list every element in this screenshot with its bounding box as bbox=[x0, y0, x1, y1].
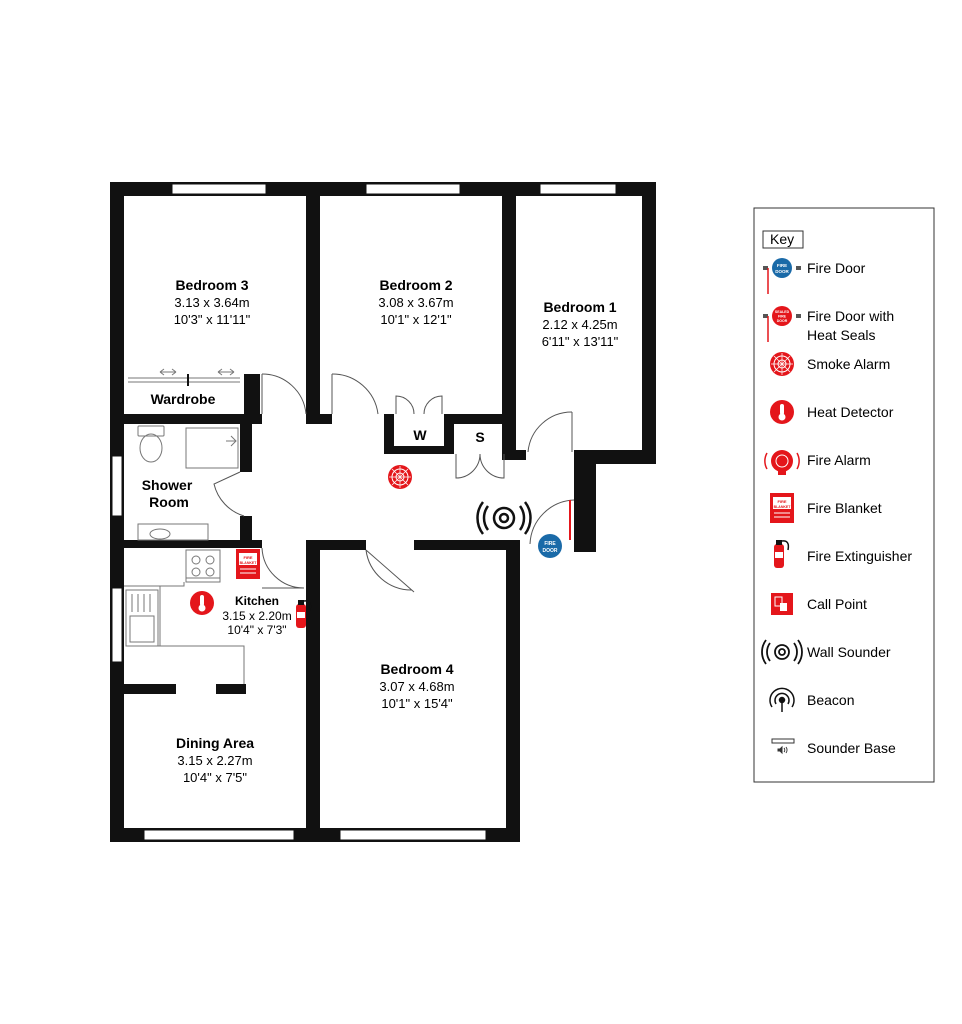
kitchen-metric: 3.15 x 2.20m bbox=[222, 609, 291, 623]
bedroom3-name: Bedroom 3 bbox=[175, 277, 248, 293]
svg-text:FIRE: FIRE bbox=[777, 499, 786, 504]
fire-extinguisher-icon bbox=[296, 600, 312, 628]
wall-sounder-icon bbox=[476, 501, 532, 535]
doors bbox=[213, 373, 575, 593]
svg-text:SEALED: SEALED bbox=[775, 310, 790, 314]
svg-text:FIRE: FIRE bbox=[778, 315, 787, 319]
legend-label-fire-alarm: Fire Alarm bbox=[807, 452, 871, 468]
smoke-alarm-icon bbox=[388, 465, 412, 489]
shower-room-label-1: Shower bbox=[142, 477, 193, 493]
svg-text:DOOR: DOOR bbox=[543, 548, 558, 554]
heat-detector-icon bbox=[770, 400, 794, 424]
bedroom1-metric: 2.12 x 4.25m bbox=[542, 317, 617, 332]
room-labels: Bedroom 3 3.13 x 3.64m 10'3" x 11'11" Be… bbox=[142, 277, 619, 785]
legend-label-fire-extinguisher: Fire Extinguisher bbox=[807, 548, 912, 564]
wardrobe-label: Wardrobe bbox=[151, 391, 216, 407]
cupboard-w-label: W bbox=[413, 427, 427, 443]
legend-label-wall-sounder: Wall Sounder bbox=[807, 644, 891, 660]
legend-label-smoke-alarm: Smoke Alarm bbox=[807, 356, 890, 372]
legend-label-heat-detector: Heat Detector bbox=[807, 404, 894, 420]
kitchen-imperial: 10'4" x 7'3" bbox=[227, 623, 286, 637]
svg-text:DOOR: DOOR bbox=[777, 319, 788, 323]
beacon-icon bbox=[769, 687, 795, 712]
legend-label-fire-door: Fire Door bbox=[807, 260, 866, 276]
legend-title: Key bbox=[770, 231, 794, 247]
svg-text:FIRE: FIRE bbox=[544, 541, 556, 547]
legend-label-fire-blanket: Fire Blanket bbox=[807, 500, 882, 516]
legend-label-fire-door-heat-seals: Fire Door with bbox=[807, 308, 894, 324]
fire-door-icon: FIRE DOOR bbox=[538, 534, 562, 558]
fixtures bbox=[124, 368, 245, 684]
heat-detector-icon bbox=[190, 591, 214, 615]
svg-text:FIRE: FIRE bbox=[777, 263, 787, 268]
bedroom2-name: Bedroom 2 bbox=[379, 277, 452, 293]
sounder-base-icon bbox=[771, 738, 795, 755]
bedroom3-metric: 3.13 x 3.64m bbox=[174, 295, 249, 310]
bedroom2-imperial: 10'1" x 12'1" bbox=[380, 312, 452, 327]
bedroom4-name: Bedroom 4 bbox=[380, 661, 453, 677]
bedroom4-metric: 3.07 x 4.68m bbox=[379, 679, 454, 694]
svg-text:FIRE: FIRE bbox=[243, 555, 252, 560]
fire-extinguisher-icon bbox=[774, 540, 790, 568]
legend-label-beacon: Beacon bbox=[807, 692, 854, 708]
legend-label-sounder-base: Sounder Base bbox=[807, 740, 896, 756]
dining-name: Dining Area bbox=[176, 735, 254, 751]
kitchen-name: Kitchen bbox=[235, 594, 279, 608]
bedroom1-name: Bedroom 1 bbox=[543, 299, 616, 315]
cupboard-s-label: S bbox=[475, 429, 484, 445]
legend: Key FIRE DOOR Fire Door SEALED FIRE DOOR… bbox=[753, 207, 935, 783]
bedroom3-imperial: 10'3" x 11'11" bbox=[174, 312, 251, 327]
smoke-alarm-icon bbox=[770, 352, 794, 376]
fire-door-heat-seals-icon: SEALED FIRE DOOR bbox=[763, 306, 801, 342]
svg-text:DOOR: DOOR bbox=[775, 269, 789, 274]
bedroom1-imperial: 6'11" x 13'11" bbox=[542, 334, 619, 349]
bedroom2-metric: 3.08 x 3.67m bbox=[378, 295, 453, 310]
dining-imperial: 10'4" x 7'5" bbox=[183, 770, 247, 785]
shower-room-label-2: Room bbox=[149, 494, 189, 510]
fire-door-icon: FIRE DOOR bbox=[763, 258, 801, 294]
fire-blanket-icon: FIRE BLANKET bbox=[236, 549, 260, 579]
legend-label-call-point: Call Point bbox=[807, 596, 867, 612]
wall-sounder-icon bbox=[761, 639, 803, 665]
windows bbox=[111, 183, 617, 841]
dining-metric: 3.15 x 2.27m bbox=[177, 753, 252, 768]
svg-text:BLANKET: BLANKET bbox=[240, 561, 258, 565]
svg-text:BLANKET: BLANKET bbox=[774, 505, 792, 509]
call-point-icon bbox=[771, 593, 793, 615]
legend-label-fire-door-heat-seals-2: Heat Seals bbox=[807, 327, 875, 343]
bedroom4-imperial: 10'1" x 15'4" bbox=[381, 696, 453, 711]
fire-blanket-icon: FIRE BLANKET bbox=[770, 493, 794, 523]
fire-alarm-icon bbox=[764, 450, 800, 475]
